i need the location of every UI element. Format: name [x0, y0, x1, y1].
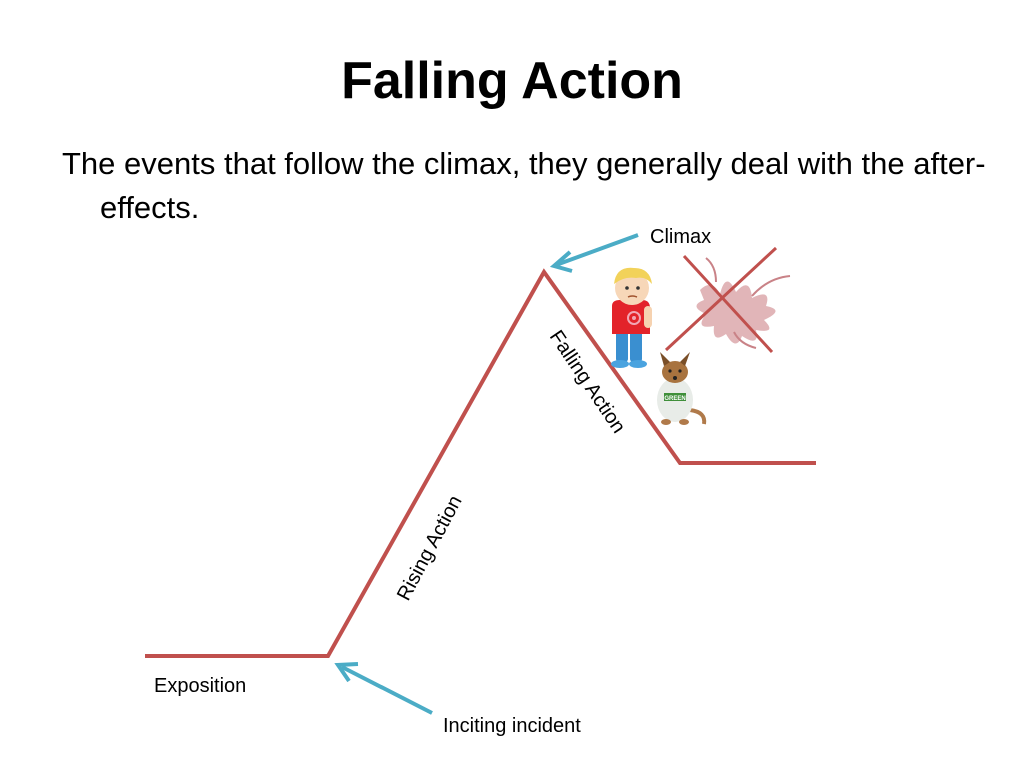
climax-label: Climax	[650, 226, 711, 248]
inciting-incident-label: Inciting incident	[443, 715, 581, 737]
boy-clipart-icon	[611, 267, 652, 368]
slide-title: Falling Action	[341, 52, 683, 110]
slide-body-text: The events that follow the climax, they …	[62, 146, 986, 225]
dog-in-shirt-clipart-icon: GREEN	[657, 352, 707, 425]
crossed-out-splash-icon	[664, 246, 791, 354]
plot-line	[145, 268, 816, 658]
inciting-incident-arrow	[334, 662, 433, 715]
rising-action-label: Rising Action	[393, 492, 467, 604]
climax-arrow	[549, 233, 639, 273]
exposition-label: Exposition	[154, 675, 246, 697]
dog-shirt-text: GREEN	[664, 396, 685, 402]
